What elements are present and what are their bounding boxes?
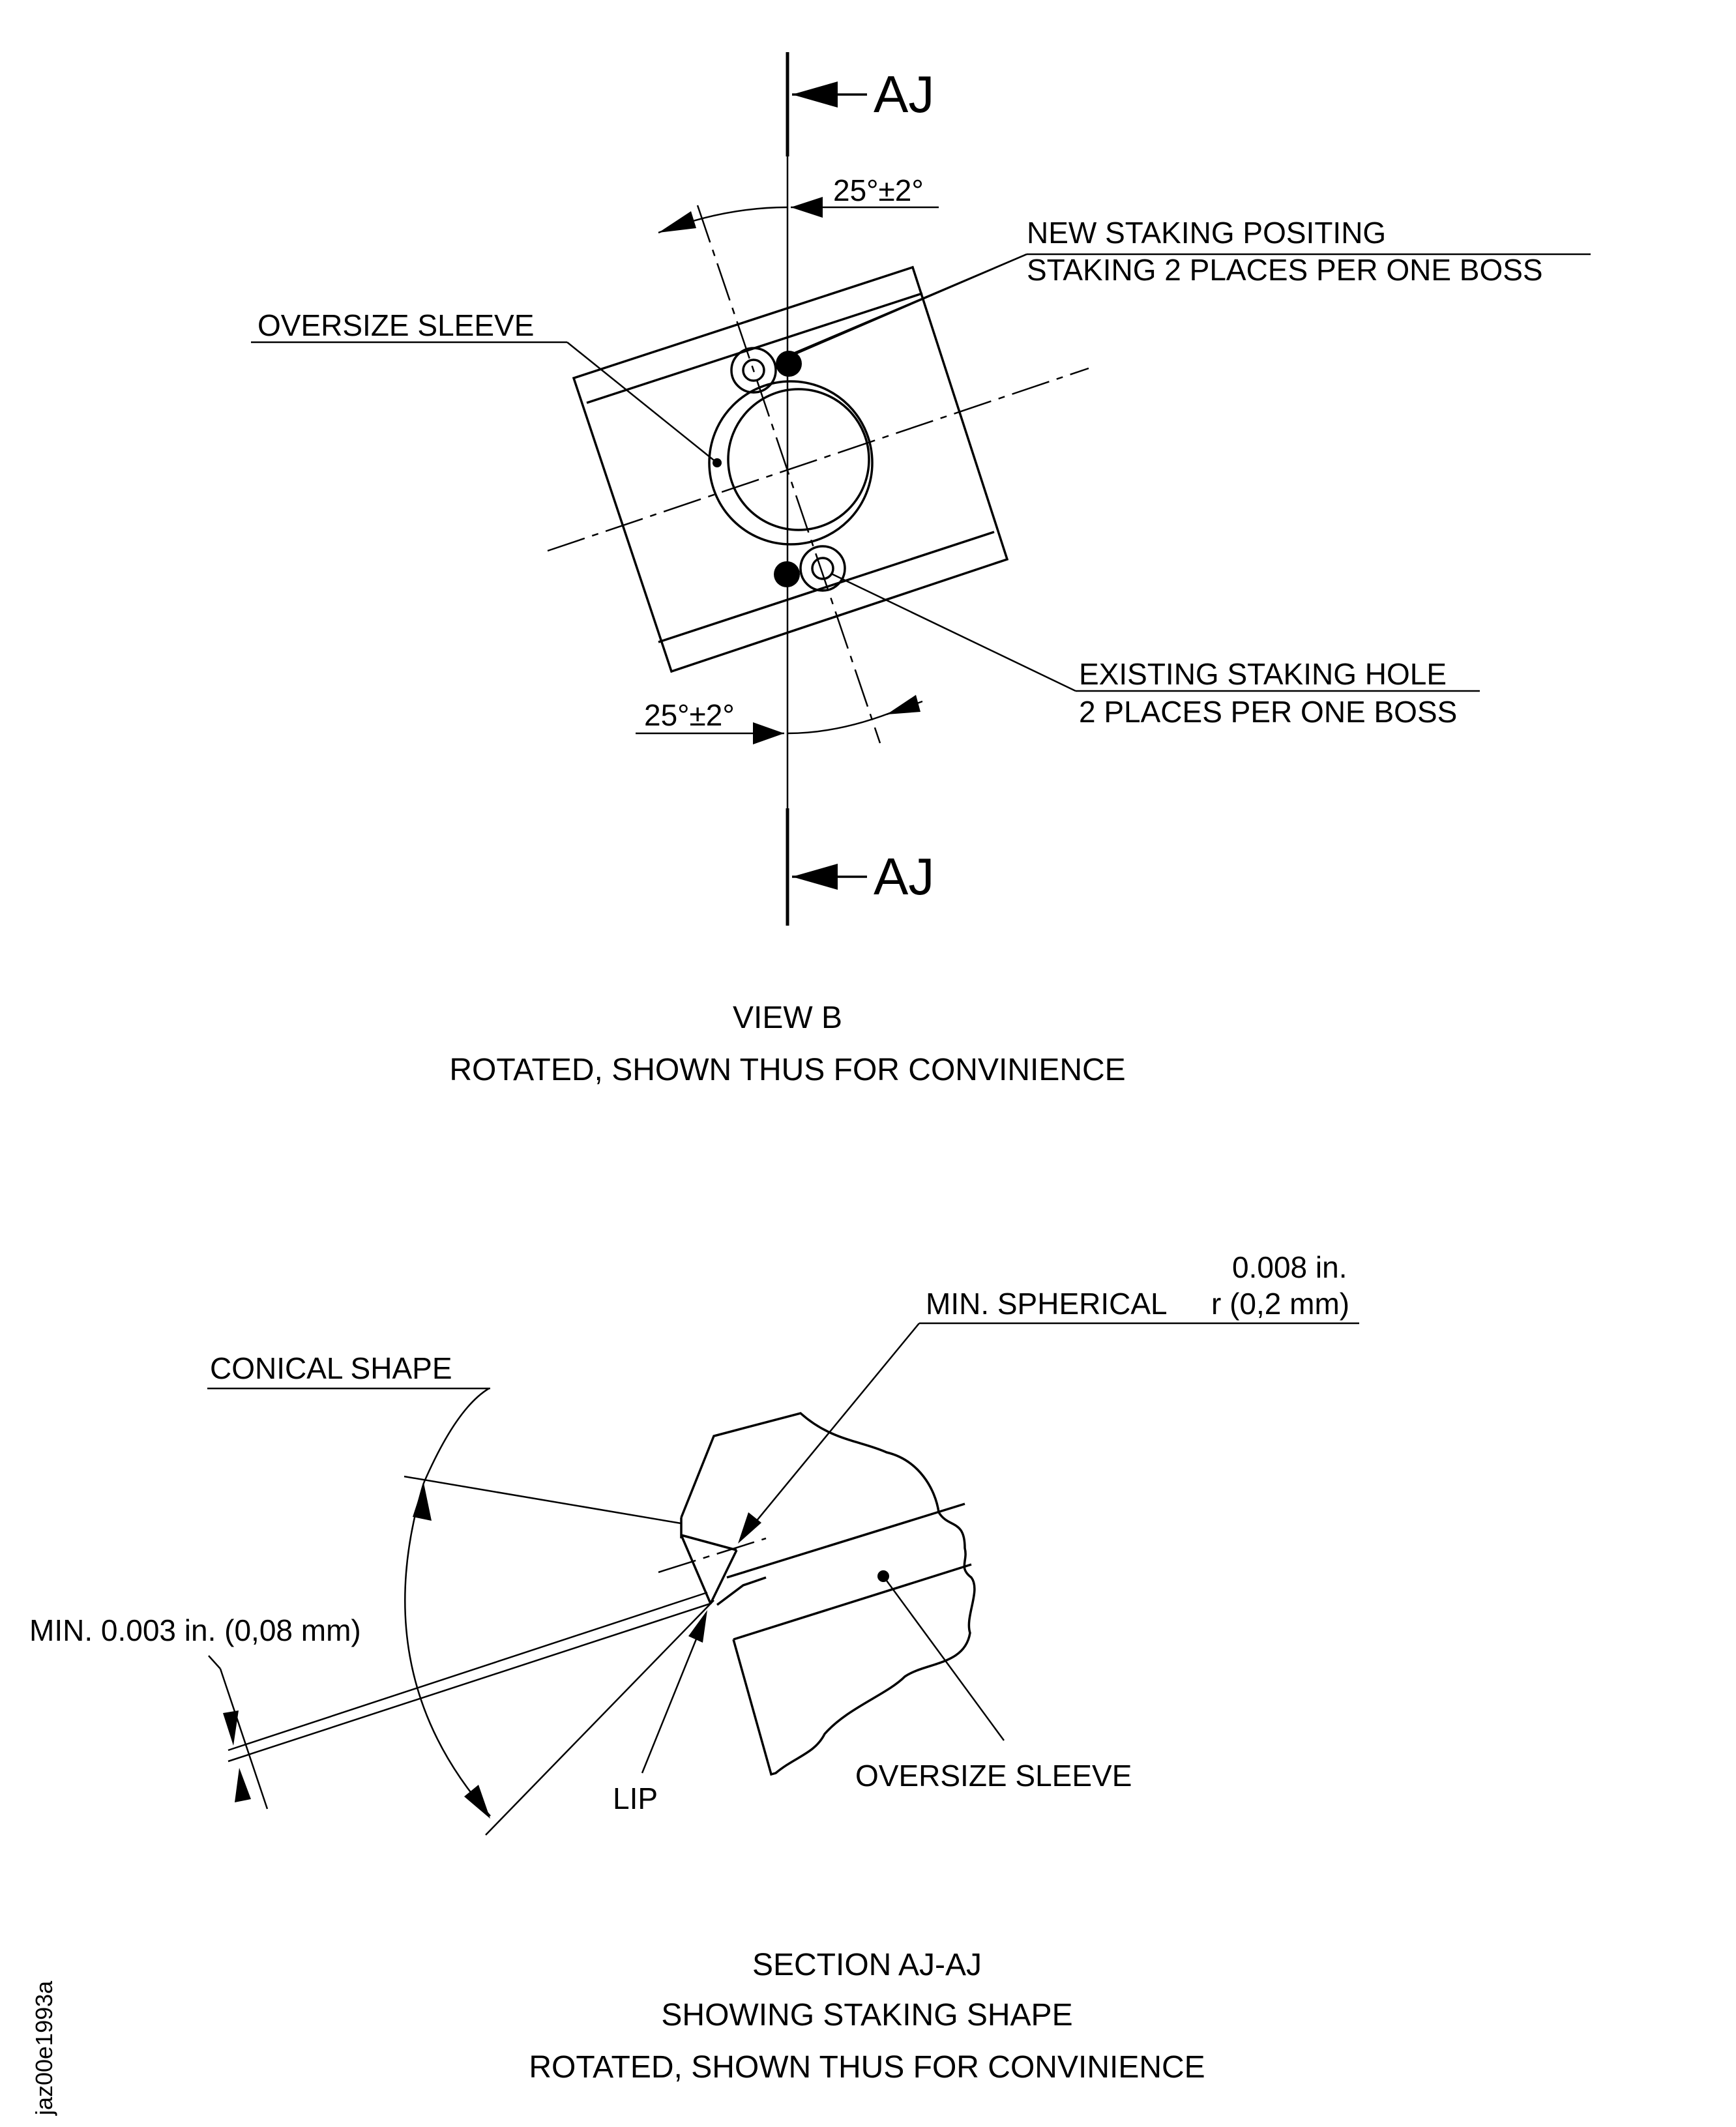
callout-new-staking-line1: NEW STAKING POSITING <box>1027 216 1386 250</box>
section-aj: CONICAL SHAPE MIN. 0.003 in. (0,08 mm) L… <box>29 1250 1359 2085</box>
conical-arc-arrow-bottom <box>464 1785 490 1819</box>
callout-oversize-label-b: OVERSIZE SLEEVE <box>257 308 534 342</box>
view-b-caption-line2: ROTATED, SHOWN THUS FOR CONVINIENCE <box>449 1053 1125 1087</box>
sleeve-line-top <box>726 1503 965 1579</box>
callout-existing-line2: 2 PLACES PER ONE BOSS <box>1079 695 1457 729</box>
staking-cone-left <box>680 1534 712 1604</box>
angle-top-label: 25°±2° <box>833 173 924 207</box>
angle-arc-bottom-arrow-right <box>887 695 920 714</box>
angle-arc-top-arrow-left <box>658 211 696 233</box>
spherical-leader-arrow <box>738 1512 761 1544</box>
view-b: AJ AJ 25°±2° <box>251 52 1591 1087</box>
view-b-caption-line1: VIEW B <box>733 1001 842 1035</box>
callout-new-staking-leader-2 <box>789 253 1027 356</box>
lip-dim-arrow-bottom <box>235 1768 251 1802</box>
lip-ext-line-2 <box>228 1602 711 1763</box>
conical-ext-bottom <box>485 1600 714 1836</box>
conical-label: CONICAL SHAPE <box>210 1351 452 1385</box>
existing-hole-bottom-outer <box>799 545 846 592</box>
lip-leader <box>641 1616 707 1774</box>
figure-id: jaz00e1993a <box>31 1980 57 2116</box>
new-staking-bottom <box>774 561 800 587</box>
min-spherical-label: MIN. SPHERICAL <box>926 1287 1168 1321</box>
radius-value-label: 0.008 in. <box>1232 1250 1347 1284</box>
lip-label: LIP <box>613 1782 658 1815</box>
radius-metric-label: r (0,2 mm) <box>1211 1287 1349 1321</box>
callout-oversize-sleeve-b: OVERSIZE SLEEVE <box>251 308 718 463</box>
min-lip-label: MIN. 0.003 in. (0,08 mm) <box>29 1613 361 1647</box>
existing-hole-top-inner <box>742 359 765 382</box>
horizontal-centerline <box>547 367 1089 552</box>
section-oversize-label: OVERSIZE SLEEVE <box>855 1759 1132 1793</box>
section-horizontal-centerline <box>658 1537 767 1574</box>
lip-dim-leader <box>208 1655 221 1669</box>
callout-existing-line1: EXISTING STAKING HOLE <box>1079 657 1447 691</box>
new-staking-top <box>776 351 802 377</box>
spherical-leader <box>743 1323 920 1538</box>
angle-arc-bottom <box>787 708 900 735</box>
existing-hole-bottom-inner <box>811 557 834 580</box>
staking-cone-top <box>681 1534 737 1551</box>
bore-outer-ring <box>708 380 874 546</box>
lip-leader-arrow <box>688 1610 707 1643</box>
lip-shape <box>709 1549 767 1606</box>
callout-oversize-leader-b <box>566 342 718 463</box>
callout-new-staking-line2: STAKING 2 PLACES PER ONE BOSS <box>1027 253 1543 287</box>
section-mark-bottom: AJ <box>874 847 934 905</box>
section-oversize-leader <box>882 1576 1005 1741</box>
section-caption-line2: SHOWING STAKING SHAPE <box>661 1998 1072 2032</box>
conical-arc-arrow-top <box>413 1483 432 1521</box>
section-caption-line3: ROTATED, SHOWN THUS FOR CONVINIENCE <box>529 2050 1205 2085</box>
lip-dim-line <box>219 1668 269 1810</box>
callout-existing-leader <box>831 572 1076 692</box>
sleeve-line-bottom <box>733 1563 972 1641</box>
section-outline <box>680 1412 976 1776</box>
bore-inner-ring <box>727 388 870 531</box>
conical-ext-top <box>404 1475 682 1525</box>
section-mark-top: AJ <box>874 65 934 123</box>
callout-new-staking: NEW STAKING POSITING STAKING 2 PLACES PE… <box>778 216 1591 362</box>
angle-bottom-label: 25°±2° <box>644 698 735 732</box>
angled-centerline <box>696 205 881 744</box>
section-caption-line1: SECTION AJ-AJ <box>752 1948 982 1982</box>
angle-bottom-ext <box>886 700 923 716</box>
section-arrow-bottom-head <box>792 864 838 890</box>
boss-outline <box>572 265 1009 673</box>
lip-ext-line-1 <box>228 1591 708 1752</box>
conical-leader <box>422 1387 490 1484</box>
section-arrow-top-head <box>792 81 838 108</box>
conical-arc <box>404 1482 491 1817</box>
lip-dim-arrow-top <box>223 1710 239 1746</box>
existing-hole-top-outer <box>730 347 777 394</box>
callout-existing-hole: EXISTING STAKING HOLE 2 PLACES PER ONE B… <box>831 572 1480 729</box>
